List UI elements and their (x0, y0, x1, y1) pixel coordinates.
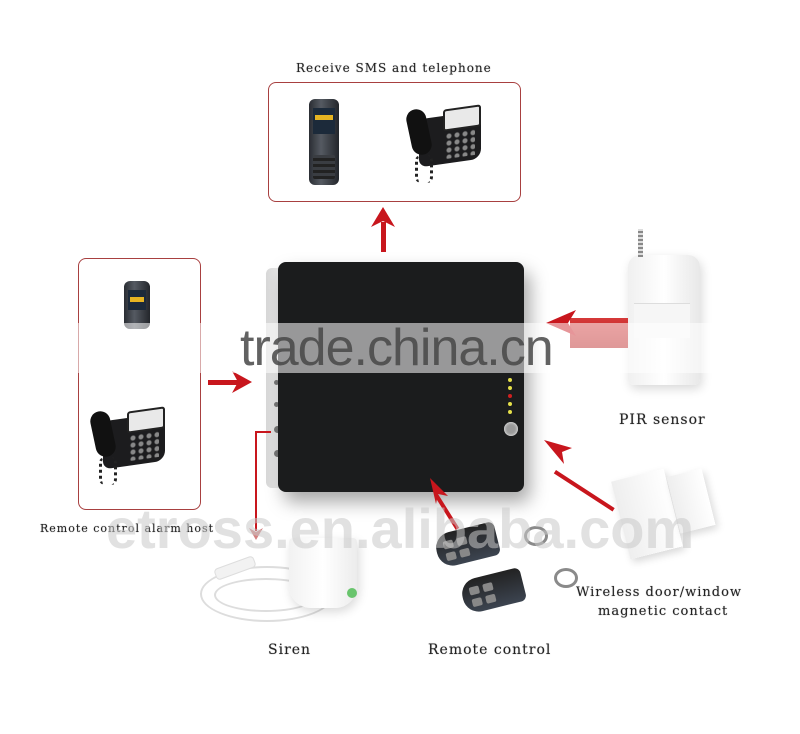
receive-sms-label: Receive SMS and telephone (296, 61, 492, 75)
remote-control-label: Remote control (428, 642, 552, 658)
mobile-phone-icon (309, 99, 339, 185)
watermark-band (0, 323, 800, 373)
line-host-to-siren-v (255, 431, 257, 531)
door-contact-label-1: Wireless door/window (576, 585, 743, 600)
siren-image (289, 538, 357, 608)
arrow-remote-to-host (208, 380, 238, 385)
led-2 (508, 386, 512, 390)
remote-host-label: Remote control alarm host (40, 522, 215, 535)
line-host-to-siren-h (255, 431, 271, 433)
remote-host-frame (78, 258, 201, 510)
arrowhead-down-icon (249, 528, 263, 540)
led-3 (508, 394, 512, 398)
arrowhead-right-icon (232, 371, 252, 393)
led-5 (508, 410, 512, 414)
keyring-1 (524, 526, 548, 546)
siren-indicator-dot (347, 588, 357, 598)
arrowhead-up-icon (371, 207, 395, 227)
pir-sensor-label: PIR sensor (619, 412, 706, 428)
arrowhead-upleft-icon (430, 478, 448, 504)
watermark-secondary: etross.en.alibaba.com (106, 497, 695, 560)
watermark-primary: trade.china.cn (240, 319, 554, 377)
desk-telephone-icon (88, 399, 183, 495)
keyring-2 (554, 568, 578, 588)
led-4 (508, 402, 512, 406)
alarm-host-device (278, 262, 524, 492)
led-1 (508, 378, 512, 382)
host-button (504, 422, 518, 436)
remote-fob-2 (458, 567, 528, 615)
mobile-phone-icon (124, 281, 150, 329)
arrow-up-to-receive (381, 222, 386, 252)
receive-sms-frame (268, 82, 521, 202)
arrowhead-upleft-icon (544, 440, 572, 464)
desk-telephone-icon (404, 97, 499, 193)
siren-label: Siren (268, 642, 312, 658)
door-contact-label-2: magnetic contact (598, 604, 729, 619)
